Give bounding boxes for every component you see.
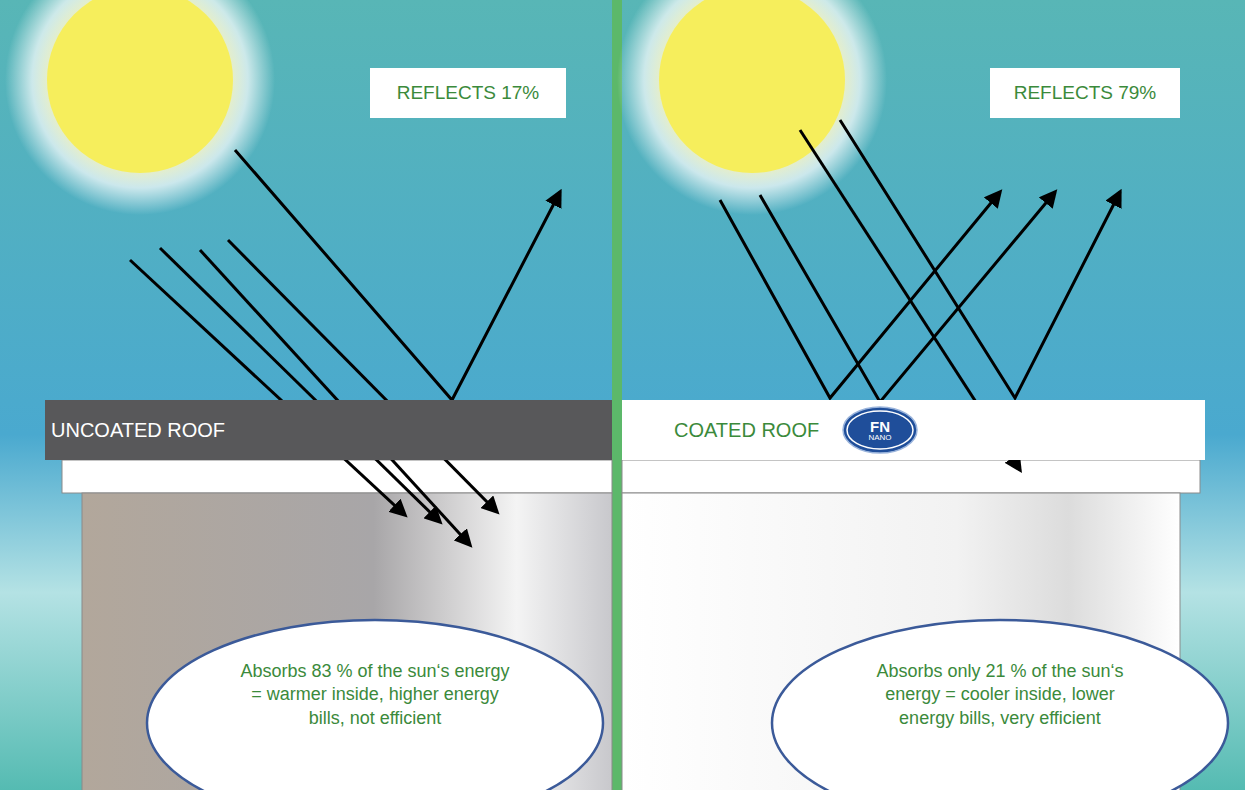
reflect-box: REFLECTS 79% [990, 68, 1180, 118]
label-text: COATED ROOF [674, 419, 819, 442]
callout-text-area: Absorbs only 21 % of the sun‘s energy = … [865, 660, 1135, 730]
logo-text: NANO [868, 434, 891, 442]
brand-logo: FNNANO [842, 406, 918, 454]
reflect-box: REFLECTS 17% [370, 68, 566, 118]
label-text: UNCOATED ROOF [51, 419, 225, 442]
label-text: REFLECTS 79% [1014, 82, 1157, 104]
sun-rays [130, 120, 1120, 545]
label-text: REFLECTS 17% [397, 82, 540, 104]
callout-text: Absorbs only 21 % of the sun‘s energy = … [865, 660, 1135, 730]
sun-ray-arrow [235, 150, 560, 400]
sun [47, 0, 233, 173]
callout-text-area: Absorbs 83 % of the sun‘s energy = warme… [240, 660, 510, 730]
roof-slab: COATED ROOF FNNANO [622, 400, 1205, 460]
sun-ray-arrow [228, 240, 497, 512]
sun-ray-arrow [160, 248, 440, 522]
ellipse-shape [772, 620, 1228, 790]
divider [612, 0, 622, 790]
callout-ellipse: Absorbs only 21 % of the sun‘s energy = … [770, 618, 1230, 790]
sun-glow [617, 0, 887, 215]
logo-shape [843, 407, 917, 453]
ellipse-shape [147, 620, 603, 790]
roof-edge [62, 460, 612, 493]
logo-text: FN [870, 419, 890, 434]
roof-edge [622, 460, 1200, 493]
roof-slab: UNCOATED ROOF [45, 400, 612, 460]
sun-ray-arrow [200, 250, 470, 545]
callout-text: Absorbs 83 % of the sun‘s energy = warme… [240, 660, 510, 730]
sun-glow [5, 0, 275, 215]
sun [659, 0, 845, 173]
logo-ring [847, 411, 913, 449]
callout-ellipse: Absorbs 83 % of the sun‘s energy = warme… [145, 618, 605, 790]
